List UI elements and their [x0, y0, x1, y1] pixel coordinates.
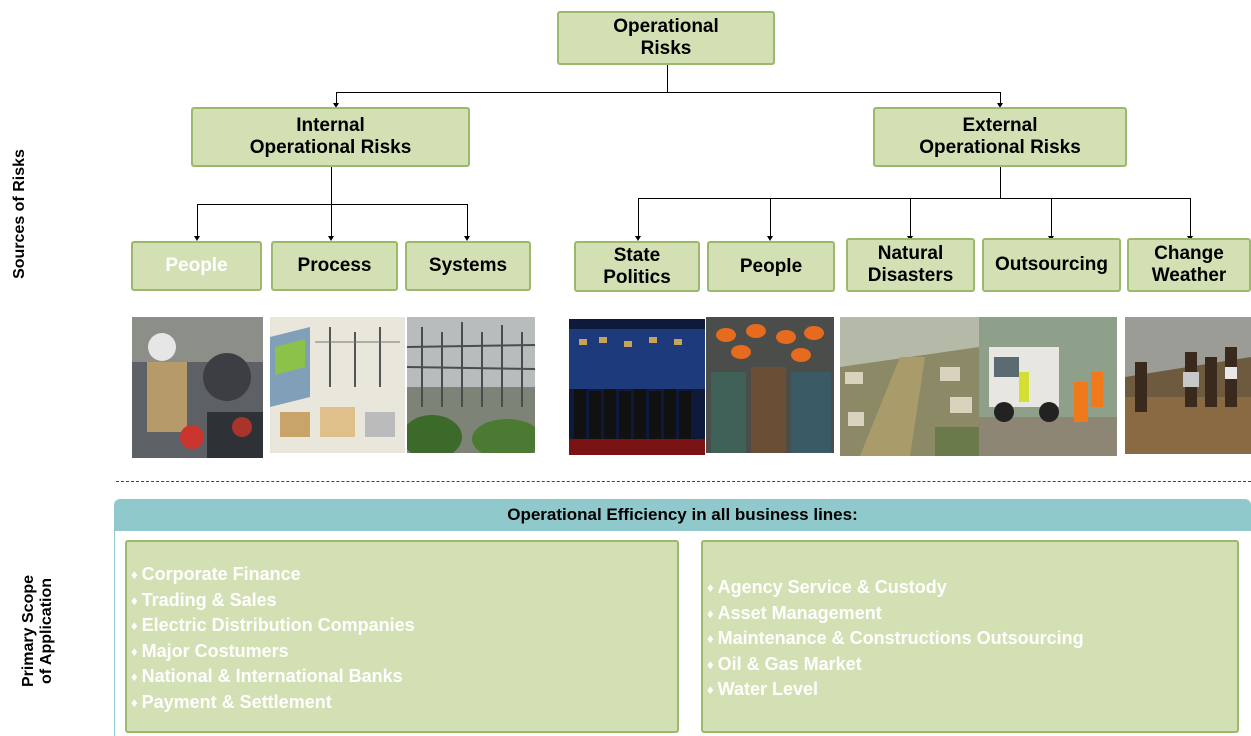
diamond-bullet-icon: ♦	[131, 567, 138, 582]
external-operational-risks-box: External Operational Risks	[873, 107, 1127, 167]
connector-to-internal	[336, 92, 337, 104]
sources-of-risks-label: Sources of Risks	[11, 149, 28, 279]
connector-external-down	[1000, 167, 1001, 198]
diamond-bullet-icon: ♦	[707, 631, 714, 646]
diamond-bullet-icon: ♦	[131, 618, 138, 633]
connector-to-process	[331, 204, 332, 237]
people-internal-box: People	[131, 241, 262, 291]
power-plant-illustration-photo	[270, 317, 405, 453]
diamond-bullet-icon: ♦	[707, 656, 714, 672]
diamond-bullet-icon: ♦	[131, 643, 138, 659]
arrow-to-systems	[464, 236, 470, 241]
change-weather-box: Change Weather	[1127, 238, 1251, 292]
diamond-bullet-icon: ♦	[131, 694, 138, 710]
business-line-label: Trading & Sales	[141, 589, 277, 610]
politicians-group-photo	[569, 319, 705, 455]
business-lines-right-list: ♦Agency Service & Custody♦Asset Manageme…	[707, 575, 1233, 703]
business-line-item: ♦Oil & Gas Market	[707, 652, 1233, 678]
operational-efficiency-banner: Operational Efficiency in all business l…	[114, 499, 1251, 531]
diamond-bullet-icon: ♦	[707, 682, 714, 697]
business-line-label: National & International Banks	[141, 666, 403, 686]
business-line-label: Payment & Settlement	[141, 691, 332, 712]
internal-operational-risks-box: Internal Operational Risks	[191, 107, 470, 167]
workers-repairing-equipment-photo	[132, 317, 263, 458]
connector-to-natural-disasters	[910, 198, 911, 237]
arrow-to-process	[328, 236, 334, 241]
business-line-label: Corporate Finance	[141, 564, 301, 584]
primary-scope-label: Primary Scope of Application	[20, 561, 60, 701]
process-box: Process	[271, 241, 398, 291]
business-line-item: ♦National & International Banks	[131, 664, 673, 690]
flooded-city-aerial-photo	[840, 317, 979, 456]
electrical-substation-photo	[407, 317, 535, 453]
business-line-label: Oil & Gas Market	[717, 653, 862, 674]
workers-in-hardhats-photo	[706, 317, 834, 453]
business-line-item: ♦Electric Distribution Companies	[131, 613, 673, 639]
arrow-to-internal	[333, 103, 339, 108]
systems-box: Systems	[405, 241, 531, 291]
business-line-label: Agency Service & Custody	[717, 577, 947, 597]
operational-risks-box: Operational Risks	[557, 11, 775, 65]
connector-internal-bar	[197, 204, 468, 205]
business-line-item: ♦Asset Management	[707, 601, 1233, 627]
scope-frame	[114, 531, 1251, 736]
arrow-to-external	[997, 103, 1003, 108]
primary-scope-line1: Primary Scope	[20, 574, 37, 688]
connector-to-outsourcing	[1051, 198, 1052, 237]
people-external-box: People	[707, 241, 835, 292]
primary-scope-line2: of Application	[38, 577, 55, 685]
natural-disasters-box: Natural Disasters	[846, 238, 975, 292]
business-line-label: Water Level	[717, 679, 819, 699]
arrow-to-state-politics	[635, 236, 641, 241]
connector-to-people-internal	[197, 204, 198, 237]
connector-root-down	[667, 64, 668, 92]
connector-to-change-weather	[1190, 198, 1191, 237]
arrow-to-people-external	[767, 236, 773, 241]
state-politics-box: State Politics	[574, 241, 700, 292]
business-line-label: Maintenance & Constructions Outsourcing	[717, 628, 1084, 648]
connector-to-external	[1000, 92, 1001, 104]
business-line-label: Electric Distribution Companies	[141, 615, 415, 635]
diamond-bullet-icon: ♦	[131, 592, 138, 608]
business-lines-left-list: ♦Corporate Finance♦Trading & Sales♦Elect…	[131, 562, 673, 715]
connector-external-bar	[638, 198, 1191, 199]
connector-top-bar	[336, 92, 1001, 93]
business-line-label: Asset Management	[717, 602, 882, 623]
business-line-label: Major Costumers	[141, 640, 289, 661]
utility-truck-crew-photo	[979, 317, 1117, 456]
connector-to-people-external	[770, 198, 771, 237]
section-divider	[116, 481, 1251, 482]
diamond-bullet-icon: ♦	[131, 669, 138, 684]
business-line-item: ♦Payment & Settlement	[131, 690, 673, 716]
business-line-item: ♦Water Level	[707, 677, 1233, 703]
connector-to-state-politics	[638, 198, 639, 237]
diamond-bullet-icon: ♦	[707, 605, 714, 621]
business-lines-right-panel: ♦Agency Service & Custody♦Asset Manageme…	[701, 540, 1239, 733]
connector-to-systems	[467, 204, 468, 237]
business-line-item: ♦Maintenance & Constructions Outsourcing	[707, 626, 1233, 652]
diamond-bullet-icon: ♦	[707, 580, 714, 595]
business-line-item: ♦Agency Service & Custody	[707, 575, 1233, 601]
connector-internal-down	[331, 167, 332, 204]
business-lines-left-panel: ♦Corporate Finance♦Trading & Sales♦Elect…	[125, 540, 679, 733]
business-line-item: ♦Corporate Finance	[131, 562, 673, 588]
business-line-item: ♦Trading & Sales	[131, 588, 673, 614]
outsourcing-box: Outsourcing	[982, 238, 1121, 292]
flood-rescue-photo	[1125, 317, 1251, 454]
arrow-to-people-internal	[194, 236, 200, 241]
business-line-item: ♦Major Costumers	[131, 639, 673, 665]
